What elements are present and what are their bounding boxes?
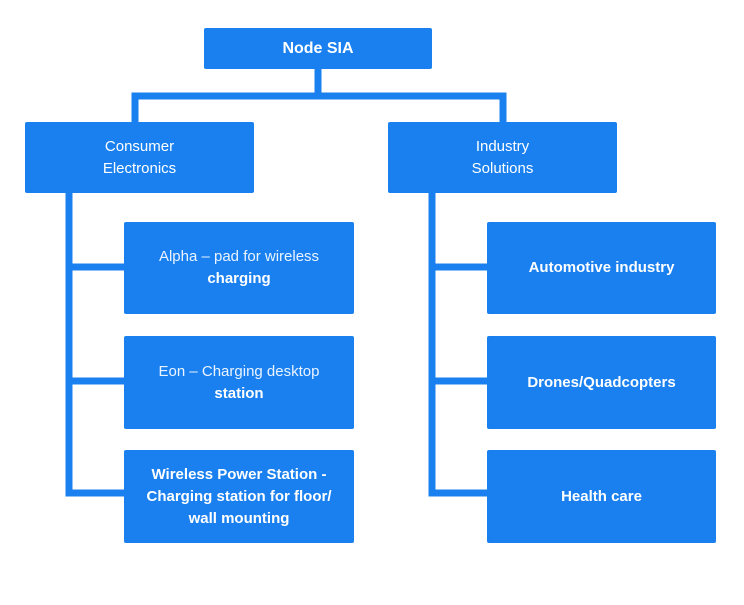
branch-label-line2: Electronics	[102, 159, 177, 177]
child-label-line1: Wireless Power Station -	[151, 465, 327, 483]
child-node-wireless-power-station: Wireless Power Station - Charging statio…	[124, 450, 354, 543]
branch-label-line1: Consumer	[104, 137, 175, 155]
child-label-line1: Health care	[561, 487, 642, 505]
branch-label-line2: Solutions	[471, 159, 534, 177]
child-label-line1: Drones/Quadcopters	[527, 373, 676, 391]
child-label-line1: Alpha – pad for wireless	[158, 248, 320, 265]
child-label-line1: Automotive industry	[528, 259, 675, 276]
root-node: Node SIA	[204, 28, 432, 69]
child-node-drones-quadcopters: Drones/Quadcopters	[487, 336, 716, 429]
branch-node-industry-solutions: Industry Solutions	[388, 122, 617, 193]
child-label-line1: Eon – Charging desktop	[158, 362, 320, 380]
child-label-line2: Charging station for floor/	[146, 487, 332, 505]
branch-node-consumer-electronics: Consumer Electronics	[25, 122, 254, 193]
root-label: Node SIA	[282, 39, 354, 57]
child-label-line2: charging	[207, 270, 271, 287]
child-node-alpha: Alpha – pad for wireless charging	[124, 222, 354, 314]
child-node-automotive-industry: Automotive industry	[487, 222, 716, 314]
child-node-health-care: Health care	[487, 450, 716, 543]
child-node-eon: Eon – Charging desktop station	[124, 336, 354, 429]
child-label-line2: station	[214, 384, 264, 402]
branch-label-line1: Industry	[475, 137, 530, 155]
child-label-line3: wall mounting	[188, 509, 290, 527]
